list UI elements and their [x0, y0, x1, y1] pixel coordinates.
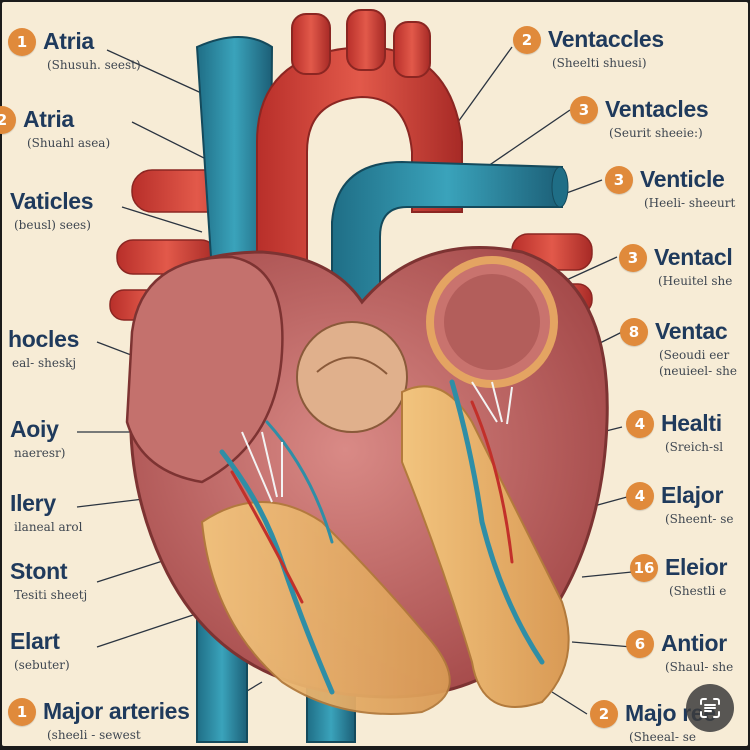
label-right-5: 8 Ventac (Seoudi eer (neuieel- she — [620, 318, 737, 379]
label-subtitle: naeresr) — [14, 446, 66, 460]
label-left-4: hocles eal- sheskj — [8, 326, 79, 371]
label-title: Ventac — [655, 318, 728, 344]
scan-text-icon — [700, 698, 720, 718]
label-title: Vaticles — [10, 188, 94, 214]
label-title: Eleior — [665, 554, 728, 580]
label-number-badge: 2 — [0, 106, 16, 134]
label-left-5: Aoiy naeresr) — [10, 416, 65, 461]
label-title: Ventacl — [654, 244, 733, 270]
label-left-1: 1 Atria (Shusuh. seest) — [8, 28, 141, 73]
label-left-8: Elart (sebuter) — [10, 628, 70, 673]
label-title: Venticle — [640, 166, 725, 192]
label-subtitle: (Seoudi eer — [659, 348, 730, 362]
label-title: Ventacles — [605, 96, 709, 122]
label-subtitle: eal- sheskj — [12, 356, 77, 370]
label-title: Elart — [10, 628, 60, 654]
label-subtitle: (Sheeal- se — [629, 730, 696, 744]
label-title: Major arteries — [43, 698, 190, 724]
label-right-8: 16 Eleior (Shestli e — [630, 554, 727, 599]
label-title: Healti — [661, 410, 722, 436]
label-subtitle: (Heeli- sheeurt — [644, 196, 736, 210]
label-number-badge: 2 — [590, 700, 618, 728]
label-subtitle: (beusl) sees) — [14, 218, 91, 232]
label-subtitle: (Shusuh. seest) — [47, 58, 141, 72]
label-number-badge: 3 — [619, 244, 647, 272]
label-title: Antior — [661, 630, 727, 656]
label-title: Atria — [43, 28, 94, 54]
label-title: Aoiy — [10, 416, 59, 442]
label-left-6: Ilery ilaneal arol — [10, 490, 82, 535]
label-subtitle: (sebuter) — [14, 658, 70, 672]
label-subtitle: (Shaul- she — [665, 660, 734, 674]
label-number-badge: 6 — [626, 630, 654, 658]
label-subtitle: ilaneal arol — [14, 520, 83, 534]
label-subtitle: (Sheelti shuesi) — [552, 56, 647, 70]
label-number-badge: 16 — [630, 554, 658, 582]
label-number-badge: 3 — [605, 166, 633, 194]
label-left-7: Stont Tesiti sheetj — [10, 558, 87, 603]
label-number-badge: 1 — [8, 698, 36, 726]
label-title: Stont — [10, 558, 68, 584]
label-right-4: 3 Ventacl (Heuitel she — [619, 244, 733, 289]
label-subtitle: (sheeli - sewest — [47, 728, 141, 742]
label-number-badge: 4 — [626, 410, 654, 438]
label-subtitle: Tesiti sheetj — [14, 588, 88, 602]
label-subtitle: (Sreich-sl — [665, 440, 724, 454]
label-title: Atria — [23, 106, 74, 132]
label-left-3: Vaticles (beusl) sees) — [10, 188, 94, 233]
label-subtitle: (Seurit sheeie:) — [609, 126, 703, 140]
label-number-badge: 1 — [8, 28, 36, 56]
scan-text-button[interactable] — [686, 684, 734, 732]
label-subtitle: (Sheent- se — [665, 512, 734, 526]
label-subtitle: (Heuitel she — [658, 274, 733, 288]
label-right-2: 3 Ventacles (Seurit sheeie:) — [570, 96, 709, 141]
label-title: Ventaccles — [548, 26, 664, 52]
label-right-3: 3 Venticle (Heeli- sheeurt — [605, 166, 735, 211]
label-title: hocles — [8, 326, 80, 352]
label-subtitle: (Shuahl asea) — [27, 136, 111, 150]
label-right-9: 6 Antior (Shaul- she — [626, 630, 733, 675]
label-number-badge: 2 — [513, 26, 541, 54]
label-subtitle: (Shestli e — [669, 584, 727, 598]
label-right-1: 2 Ventaccles (Sheelti shuesi) — [513, 26, 664, 71]
label-left-9: 1 Major arteries (sheeli - sewest — [8, 698, 190, 743]
label-number-badge: 8 — [620, 318, 648, 346]
label-title: Elajor — [661, 482, 724, 508]
label-subtitle-2: (neuieel- she — [659, 364, 737, 378]
label-number-badge: 3 — [570, 96, 598, 124]
label-title: Ilery — [10, 490, 56, 516]
label-right-6: 4 Healti (Sreich-sl — [626, 410, 723, 455]
label-left-2: 2 Atria (Shuahl asea) — [0, 106, 110, 151]
label-number-badge: 4 — [626, 482, 654, 510]
label-right-7: 4 Elajor (Sheent- se — [626, 482, 734, 527]
